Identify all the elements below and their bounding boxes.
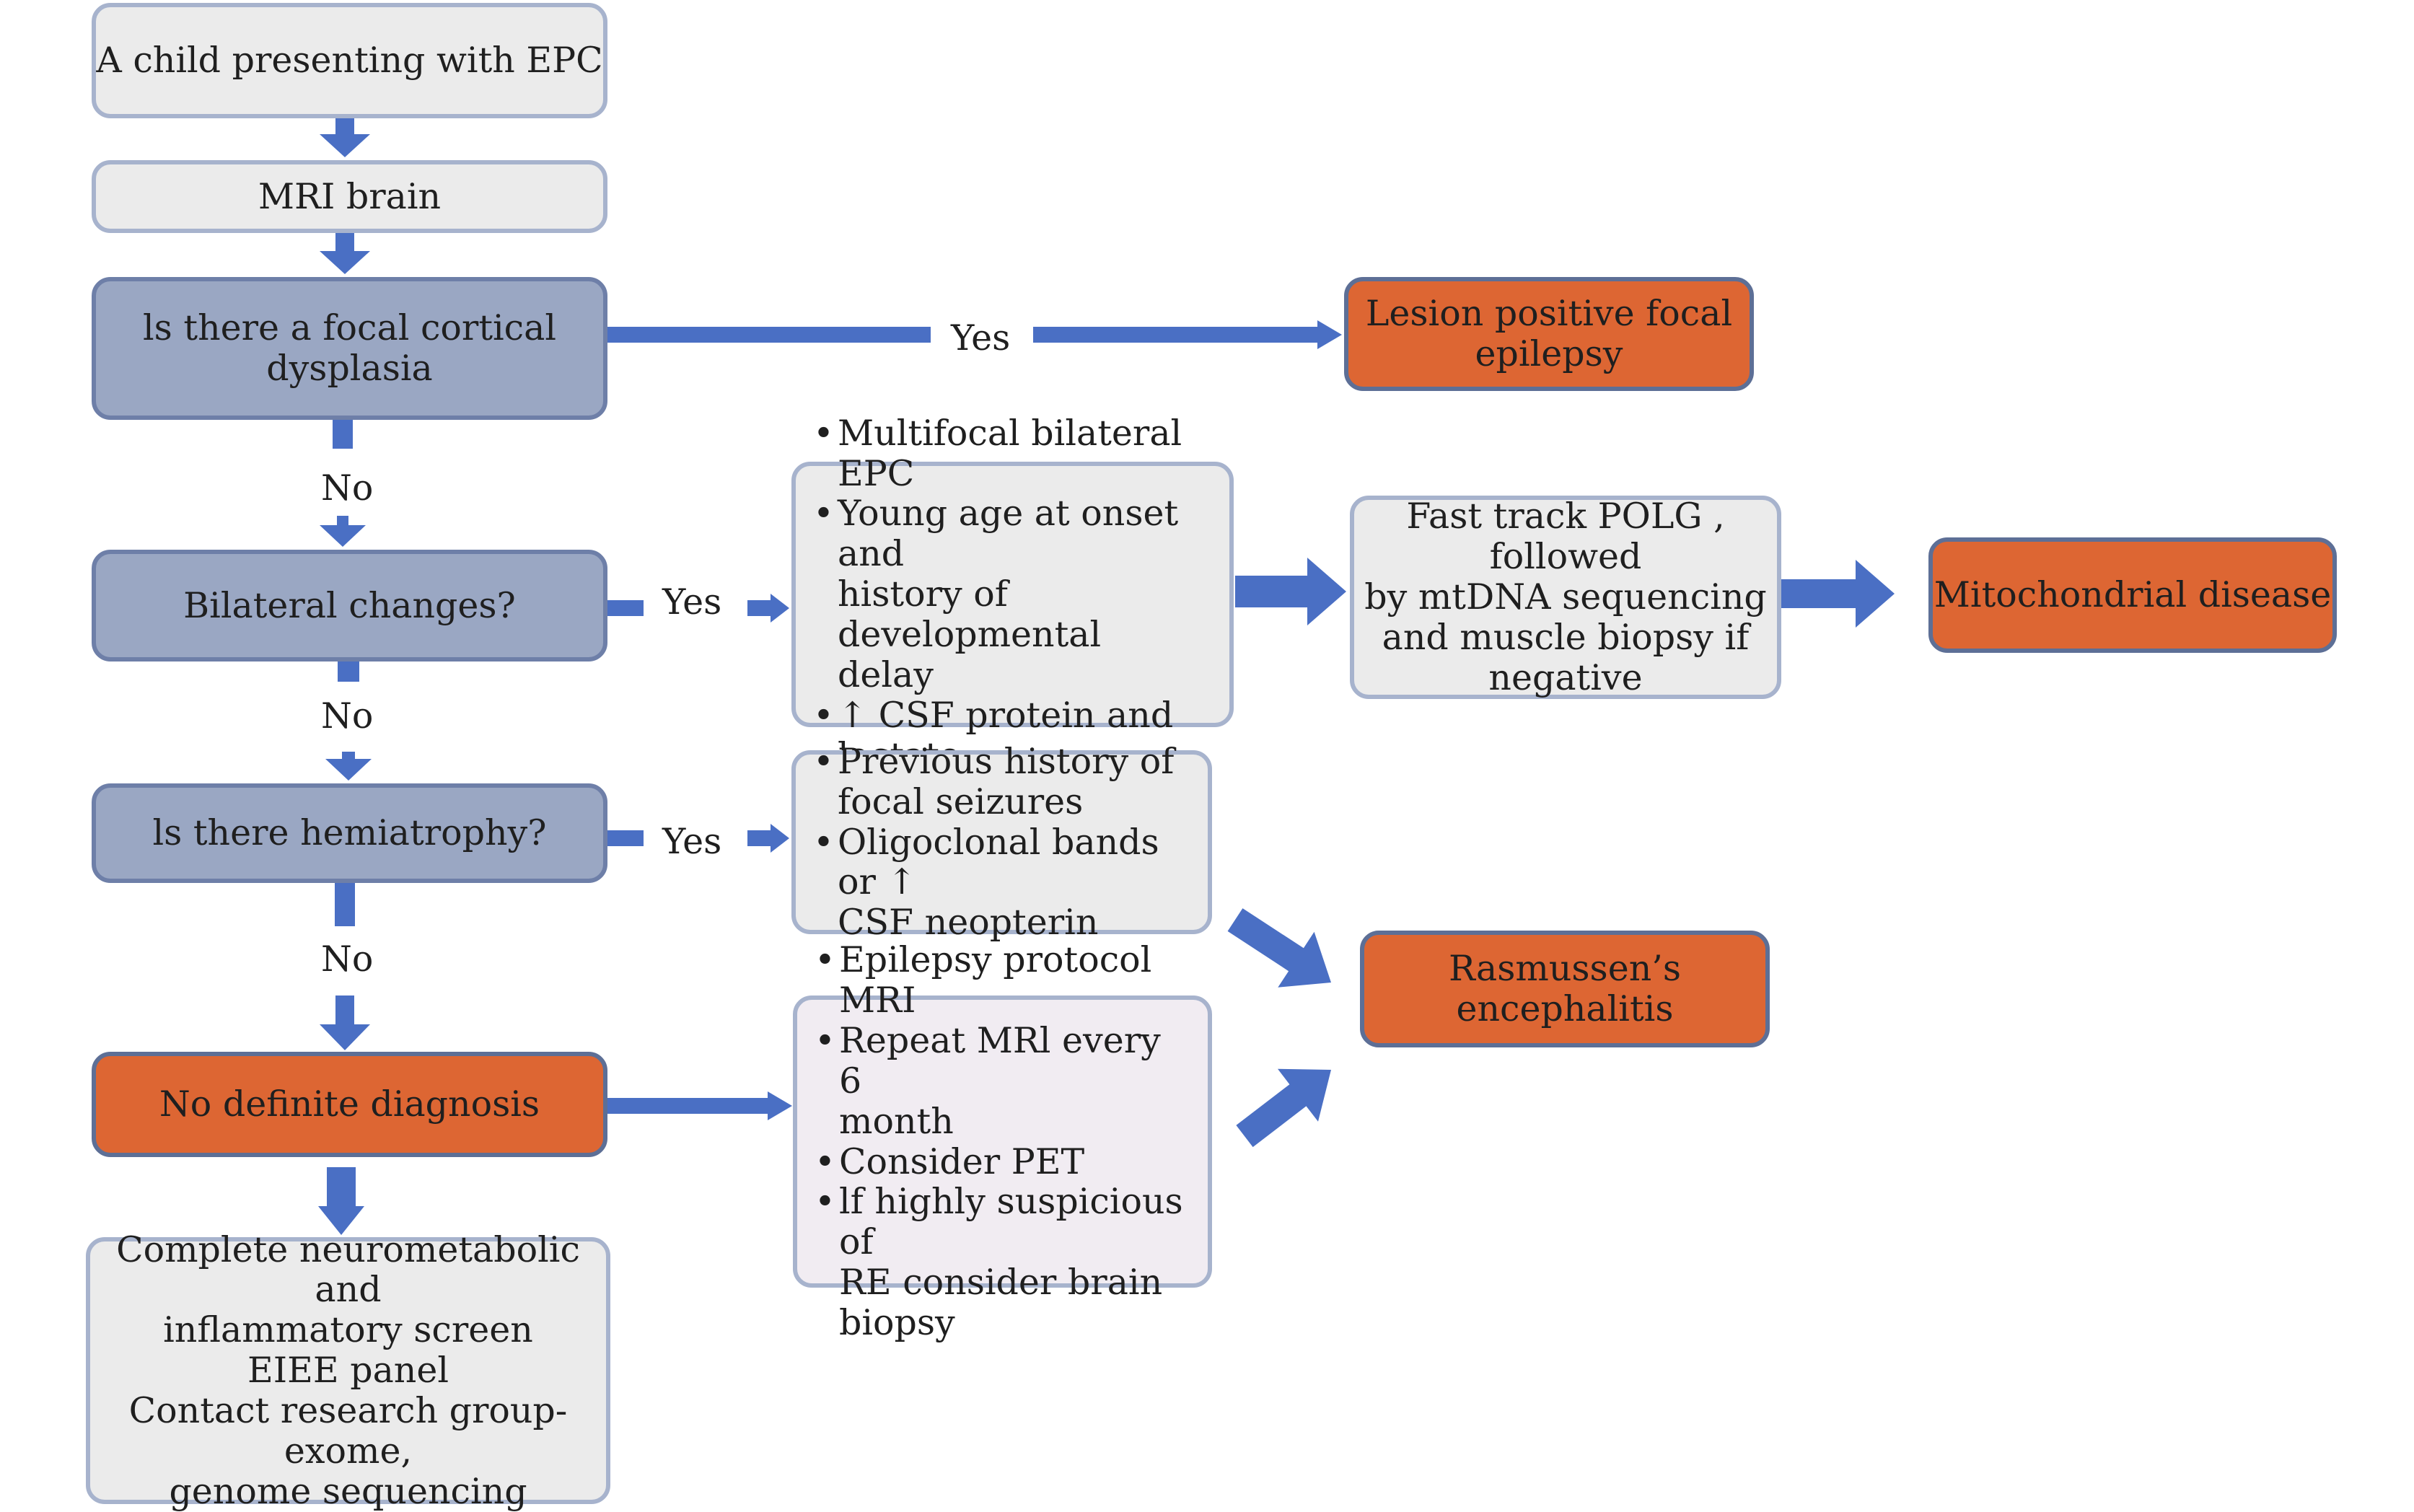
polg-box: Fast track POLG , followed by mtDNA sequ… bbox=[1350, 496, 1781, 699]
arrow-criteria-to-polg bbox=[1235, 558, 1346, 625]
mri-brain-text: MRI brain bbox=[258, 175, 442, 217]
hemiatrophy-text: ls there hemiatrophy? bbox=[152, 812, 547, 854]
polg-line-1: Fast track POLG , followed bbox=[1406, 496, 1725, 578]
connector-hemiatrophy-no bbox=[335, 883, 355, 926]
yes-label-hemiatrophy: Yes bbox=[662, 821, 722, 862]
arrow-yes-to-lesion bbox=[1033, 320, 1342, 349]
arrow-no-to-hemiatrophy bbox=[325, 752, 372, 781]
arrow-no-to-bilateral bbox=[320, 516, 366, 547]
focal-cortical-dysplasia-question: ls there a focal cortical dysplasia bbox=[92, 277, 607, 420]
lesion-positive-line-2: epilepsy bbox=[1475, 333, 1623, 374]
start-text: A child presenting with EPC bbox=[96, 40, 603, 82]
connector-hemiatrophy-yes bbox=[607, 830, 644, 846]
mitochondrial-criteria-box: •Multifocal bilateral EPC •Young age at … bbox=[791, 413, 1234, 775]
arrow-no-to-diagnosis bbox=[320, 995, 370, 1050]
arrow-mri-to-fcd bbox=[320, 233, 370, 274]
polg-line-3: and muscle biopsy if bbox=[1382, 616, 1750, 658]
no-label-bilateral: No bbox=[321, 695, 374, 737]
connector-fcd-yes bbox=[607, 327, 931, 343]
connector-bilateral-no bbox=[338, 662, 359, 682]
follow-up-box: •Epilepsy protocol MRI •Repeat MRl every… bbox=[793, 940, 1212, 1342]
criteria-item: •Multifocal bilateral EPC bbox=[813, 412, 1182, 494]
arrow-diagnosis-to-screen bbox=[318, 1167, 364, 1235]
arrow-re-criteria-to-rasmussen bbox=[1227, 908, 1331, 988]
screen-line-3: EIEE panel bbox=[247, 1350, 449, 1392]
no-definite-diagnosis-box: No definite diagnosis bbox=[92, 1052, 607, 1157]
arrow-followup-to-rasmussen bbox=[1236, 1068, 1331, 1148]
screen-line-2: inflammatory screen bbox=[163, 1309, 533, 1351]
arrow-yes-to-re-criteria bbox=[747, 824, 789, 853]
start-box: A child presenting with EPC bbox=[92, 3, 607, 118]
rasmussens-encephalitis-box: Rasmussen’s encephalitis bbox=[1360, 931, 1770, 1047]
arrow-polg-to-mito-disease bbox=[1781, 560, 1895, 628]
lesion-positive-box: Lesion positive focal epilepsy bbox=[1344, 277, 1754, 391]
connector-bilateral-yes bbox=[607, 600, 644, 616]
polg-line-4: negative bbox=[1488, 656, 1643, 698]
mitochondrial-disease-box: Mitochondrial disease bbox=[1928, 537, 2337, 653]
focal-cortical-dysplasia-text: ls there a focal cortical dysplasia bbox=[142, 307, 557, 389]
yes-label-fcd: Yes bbox=[951, 317, 1011, 359]
screen-line-4: Contact research group-exome, bbox=[128, 1389, 568, 1472]
connector-fcd-no bbox=[333, 420, 353, 449]
follow-up-item: •Epilepsy protocol MRI bbox=[815, 939, 1152, 1021]
arrow-start-to-mri bbox=[320, 118, 370, 157]
arrow-diagnosis-to-followup bbox=[607, 1091, 792, 1120]
no-label-fcd: No bbox=[321, 467, 374, 509]
polg-line-2: by mtDNA sequencing bbox=[1364, 576, 1767, 618]
criteria-item: •Oligoclonal bands or ↑CSF neopterin bbox=[813, 821, 1159, 944]
follow-up-item: •Consider PET bbox=[815, 1140, 1085, 1182]
hemiatrophy-question: ls there hemiatrophy? bbox=[92, 783, 607, 883]
bilateral-changes-question: Bilateral changes? bbox=[92, 550, 607, 662]
rasmussens-encephalitis-text: Rasmussen’s encephalitis bbox=[1449, 948, 1681, 1029]
screen-line-5: genome sequencing bbox=[169, 1470, 527, 1512]
mri-brain-box: MRI brain bbox=[92, 160, 607, 233]
criteria-item: •↑ CSF protein and lactate bbox=[813, 694, 1174, 775]
no-definite-diagnosis-text: No definite diagnosis bbox=[159, 1084, 540, 1125]
screen-line-1: Complete neurometabolic and bbox=[116, 1228, 580, 1311]
lesion-positive-line-1: Lesion positive focal bbox=[1365, 293, 1733, 335]
bilateral-changes-text: Bilateral changes? bbox=[183, 584, 516, 626]
arrow-yes-to-mito-criteria bbox=[747, 594, 789, 623]
complete-screen-box: Complete neurometabolic and inflammatory… bbox=[86, 1229, 610, 1511]
mitochondrial-disease-text: Mitochondrial disease bbox=[1934, 574, 2332, 616]
yes-label-bilateral: Yes bbox=[662, 581, 722, 623]
no-label-hemiatrophy: No bbox=[321, 939, 374, 980]
